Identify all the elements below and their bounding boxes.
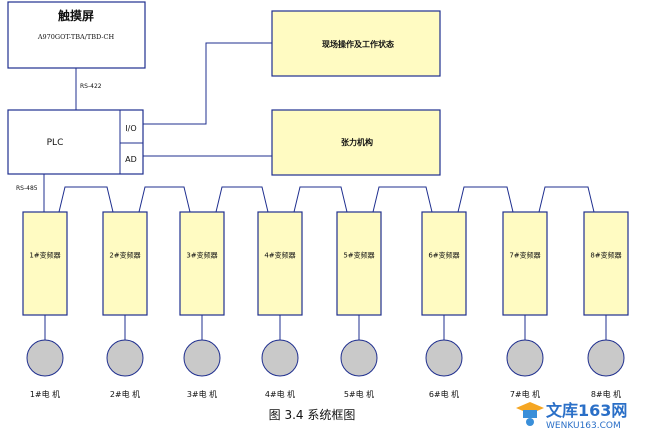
figure-caption: 图 3.4 系统框图 <box>269 408 356 422</box>
motor-4-icon <box>261 339 299 377</box>
inverter-8-box <box>583 211 629 316</box>
bus-link-4-5 <box>293 186 348 213</box>
motor-4-label: 4#电 机 <box>265 389 295 399</box>
wenku163-logo: 文库163网 WENKU163.COM <box>516 401 627 430</box>
watermark-url: WENKU163.COM <box>546 421 621 430</box>
motor-2-label: 2#电 机 <box>110 389 140 399</box>
motor-7-label: 7#电 机 <box>510 389 540 399</box>
inverter-4-box <box>257 211 303 316</box>
tension-unit-box <box>271 109 441 176</box>
plc-io-label: I/O <box>125 124 136 133</box>
inverter-group: 1#变频器 2#变频器 3#变频器 4#变频器 5#变频器 6#变频器 7#变频器 8#变频器 <box>22 211 629 316</box>
inverter-1-label: 1#变频器 <box>29 251 60 260</box>
touchscreen-model: A970GOT-TBA/TBD-CH <box>37 33 115 41</box>
motor-5-icon <box>340 339 378 377</box>
inverter-7-box <box>502 211 548 316</box>
inverter-5-box <box>336 211 382 316</box>
plc-ad-label: AD <box>125 155 137 164</box>
plc-label: PLC <box>47 138 64 148</box>
bus-link-1-2 <box>58 186 114 213</box>
motor-group: 1#电 机 2#电 机 3#电 机 4#电 机 5#电 机 6#电 机 7#电 机 8#电 机 <box>26 315 625 399</box>
bus-link-2-3 <box>138 186 191 213</box>
graduation-cap-icon <box>516 402 544 426</box>
tension-unit-label: 张力机构 <box>341 137 373 147</box>
plc-box <box>7 109 144 175</box>
motor-2-icon <box>106 339 144 377</box>
motor-1-label: 1#电 机 <box>30 389 60 399</box>
motor-6-icon <box>425 339 463 377</box>
inverter-3-label: 3#变频器 <box>186 251 217 260</box>
inverter-2-box <box>102 211 148 316</box>
touchscreen-title: 触摸屏 <box>58 8 94 23</box>
inverter-5-label: 5#变频器 <box>343 251 374 260</box>
rs422-label: RS-422 <box>80 83 102 90</box>
inverter-4-label: 4#变频器 <box>264 251 295 260</box>
site-panel-box <box>271 10 441 77</box>
inverter-2-label: 2#变频器 <box>109 251 140 260</box>
io-to-site-panel-wire <box>143 42 272 125</box>
inverter-1-box <box>22 211 68 316</box>
inverter-8-label: 8#变频器 <box>590 251 621 260</box>
site-panel-label: 现场操作及工作状态 <box>322 39 394 49</box>
motor-5-label: 5#电 机 <box>344 389 374 399</box>
inverter-6-label: 6#变频器 <box>428 251 459 260</box>
motor-1-icon <box>26 339 64 377</box>
motor-3-icon <box>183 339 221 377</box>
bus-link-3-4 <box>215 186 269 213</box>
touchscreen-box <box>7 1 146 69</box>
watermark-brand: 文库163网 <box>546 401 627 420</box>
motor-8-icon <box>587 339 625 377</box>
motor-7-icon <box>506 339 544 377</box>
rs485-label: RS-485 <box>16 185 38 192</box>
motor-3-label: 3#电 机 <box>187 389 217 399</box>
inverter-3-box <box>179 211 225 316</box>
rs485-bus <box>58 186 595 213</box>
bus-link-5-6 <box>372 186 433 213</box>
bus-link-7-8 <box>538 186 595 213</box>
inverter-7-label: 7#变频器 <box>509 251 540 260</box>
inverter-6-box <box>421 211 467 316</box>
motor-6-label: 6#电 机 <box>429 389 459 399</box>
bus-link-6-7 <box>457 186 514 213</box>
motor-8-label: 8#电 机 <box>591 389 621 399</box>
